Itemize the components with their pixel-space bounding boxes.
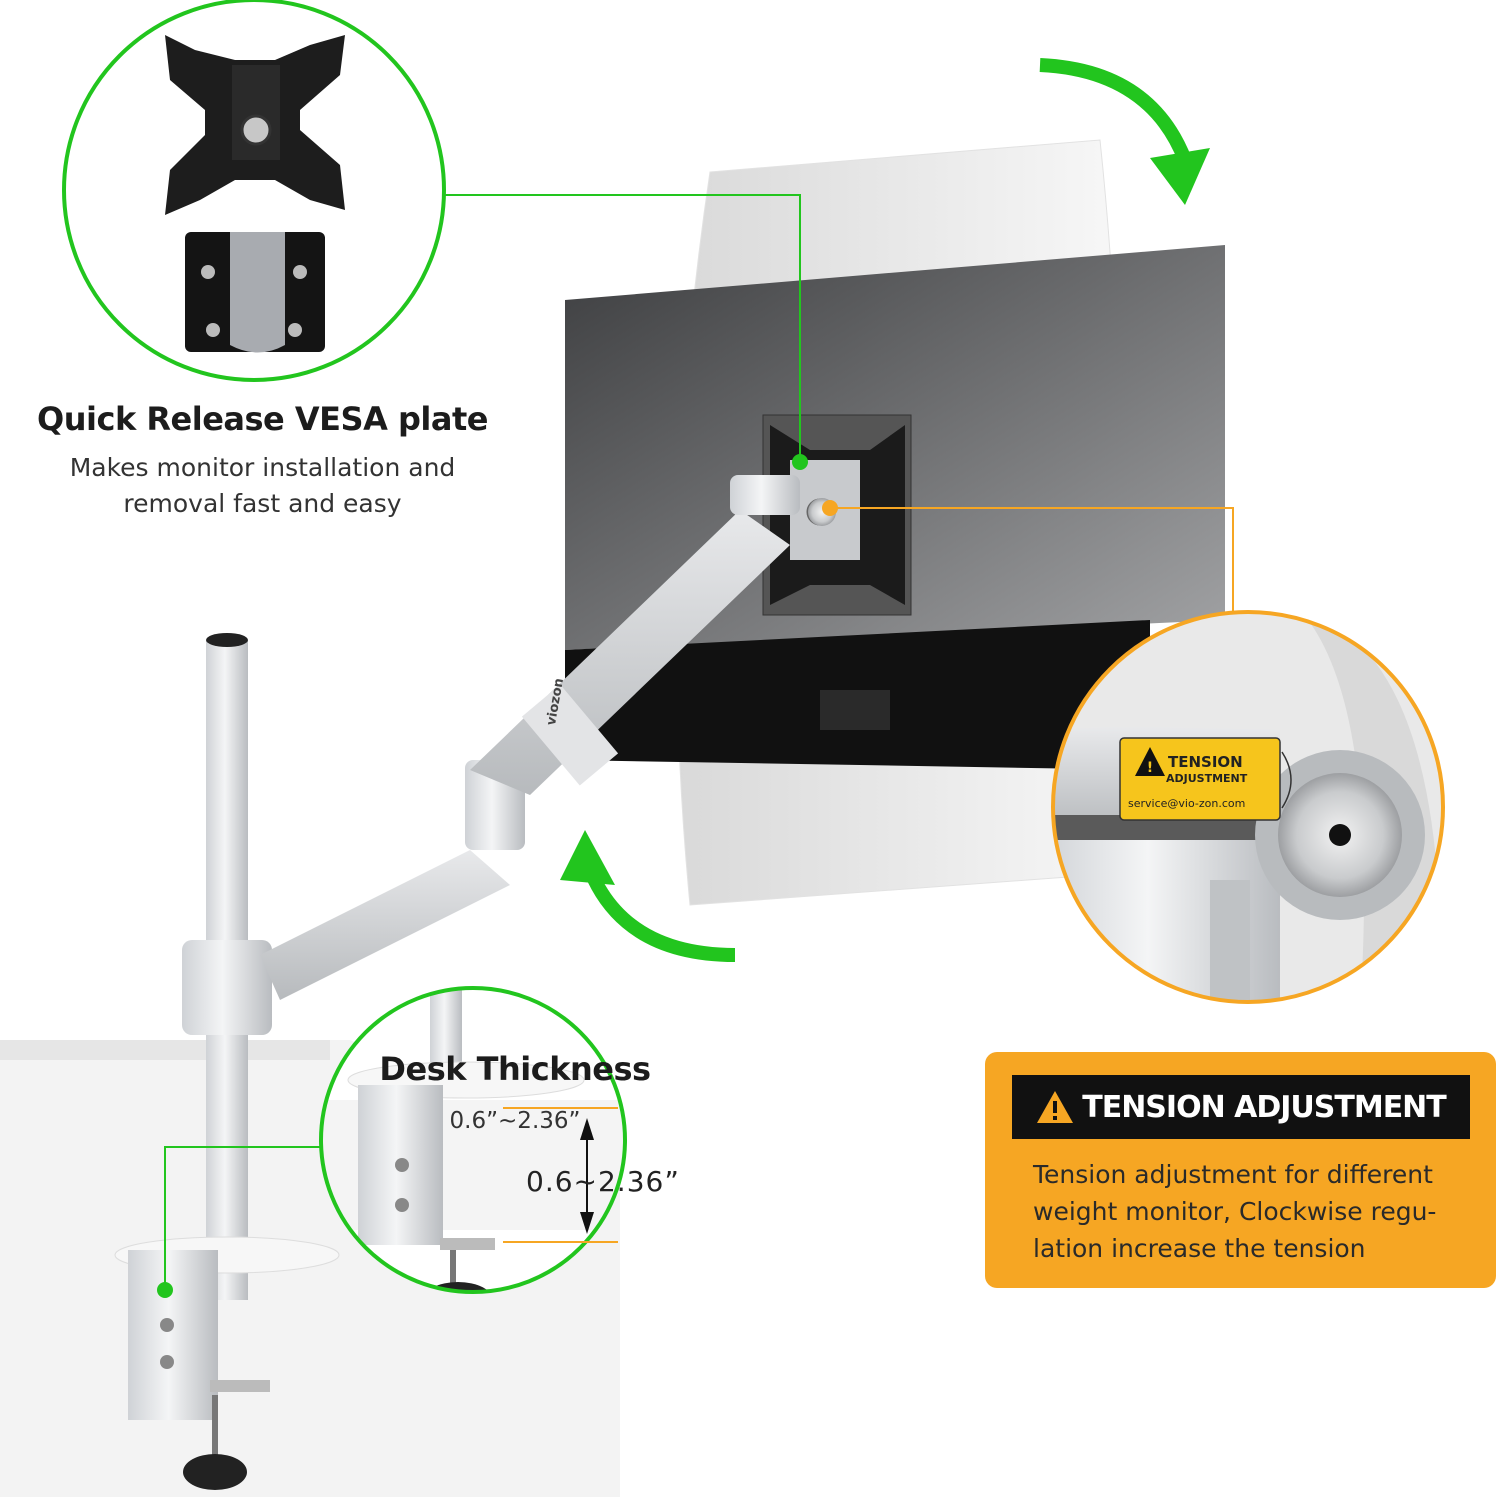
vesa-feature-title: Quick Release VESA plate	[37, 400, 488, 438]
warning-icon	[1037, 1091, 1074, 1123]
tension-knob-closeup: !	[1051, 610, 1445, 1004]
tension-callout-header: TENSION ADJUSTMENT	[1012, 1075, 1470, 1139]
tension-callout-box: TENSION ADJUSTMENT Tension adjustment fo…	[985, 1052, 1496, 1288]
sticker-email: service@vio-zon.com	[1128, 797, 1246, 810]
svg-text:!: !	[1147, 760, 1153, 776]
monitor-arm	[114, 475, 836, 1490]
dimension-arrow-icon	[503, 1107, 618, 1243]
rotate-arrow-icon	[1039, 58, 1210, 205]
desk-measurement-label: 0.6~2.36”	[526, 1165, 680, 1198]
desk-feature-title: Desk Thickness	[379, 1050, 651, 1088]
sticker-subtitle: ADJUSTMENT	[1166, 772, 1248, 785]
vesa-description-line: Makes monitor installation and	[69, 453, 456, 482]
tension-callout-title: TENSION ADJUSTMENT	[1082, 1089, 1447, 1125]
tension-description-line: Tension adjustment for different	[1033, 1160, 1433, 1189]
sticker-title: TENSION	[1168, 753, 1243, 771]
tension-description-line: lation increase the tension	[1033, 1234, 1366, 1263]
tension-description-line: weight monitor, Clockwise regu-	[1033, 1197, 1437, 1226]
vesa-plate-closeup	[62, 0, 446, 382]
tension-callout-description: Tension adjustment for different weight …	[1033, 1156, 1473, 1267]
desk-clamp-closeup	[319, 986, 627, 1294]
vesa-description-line: removal fast and easy	[123, 489, 402, 518]
vesa-feature-description: Makes monitor installation and removal f…	[0, 450, 525, 522]
desk-feature-range: 0.6”~2.36”	[449, 1108, 581, 1134]
rotate-arrow-icon	[560, 830, 736, 962]
callout-lines	[157, 194, 1234, 1298]
